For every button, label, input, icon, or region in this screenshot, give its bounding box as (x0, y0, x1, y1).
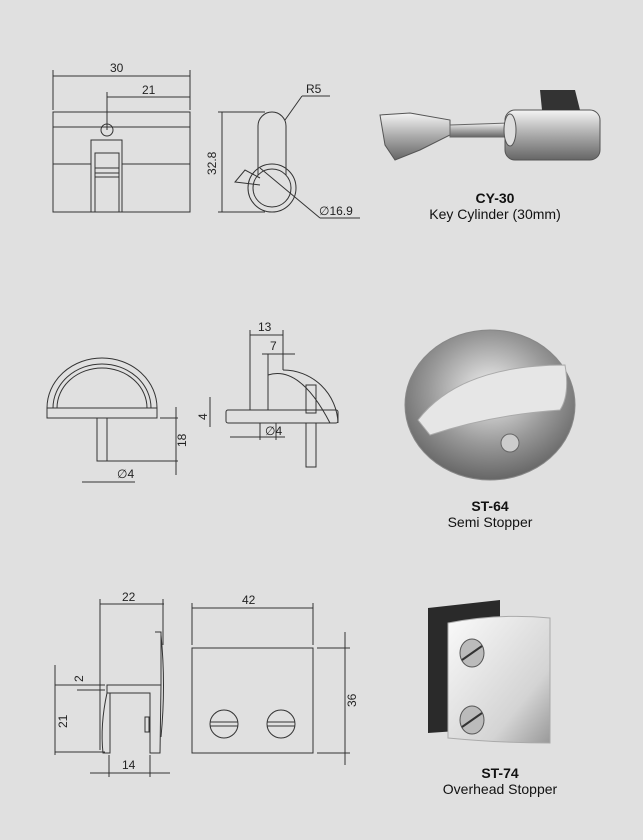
dim-offset: 21 (142, 83, 156, 97)
dim-inner: 7 (270, 339, 277, 353)
dim-gap: 2 (72, 675, 86, 682)
product-code: CY-30 (475, 190, 515, 206)
dim-height: 36 (345, 693, 359, 707)
dim-lower-height: 21 (56, 714, 70, 728)
product-code: ST-64 (471, 498, 509, 514)
dim-radius: R5 (306, 82, 322, 96)
st74-drawing: 22 42 36 21 2 14 (40, 585, 360, 780)
st64-caption: ST-64 Semi Stopper (420, 498, 560, 530)
st74-caption: ST-74 Overhead Stopper (420, 765, 580, 797)
product-code: ST-74 (481, 765, 519, 781)
product-name: Semi Stopper (447, 514, 533, 530)
st64-photo (400, 325, 580, 490)
dim-depth: 13 (258, 320, 272, 334)
cy30-caption: CY-30 Key Cylinder (30mm) (410, 190, 580, 222)
product-name: Overhead Stopper (442, 781, 558, 797)
cy30-drawing: 30 21 R5 ∅16.9 32.8 (30, 50, 360, 230)
dim-base-thickness: 4 (196, 413, 210, 420)
dim-depth: 22 (122, 590, 136, 604)
cy30-photo (370, 75, 610, 180)
dim-pin-length: 18 (175, 433, 189, 447)
dim-inner-width: 14 (122, 758, 136, 772)
st64-drawing: ∅4 18 13 7 4 ∅4 (30, 315, 350, 485)
dim-hole-diameter: ∅4 (265, 424, 282, 438)
dim-width: 42 (242, 593, 256, 607)
dim-width: 30 (110, 61, 124, 75)
dim-height: 32.8 (205, 151, 219, 175)
dim-diameter: ∅16.9 (319, 204, 353, 218)
st74-photo (420, 598, 560, 753)
product-name: Key Cylinder (30mm) (429, 206, 561, 222)
dim-pin-diameter: ∅4 (117, 467, 134, 481)
